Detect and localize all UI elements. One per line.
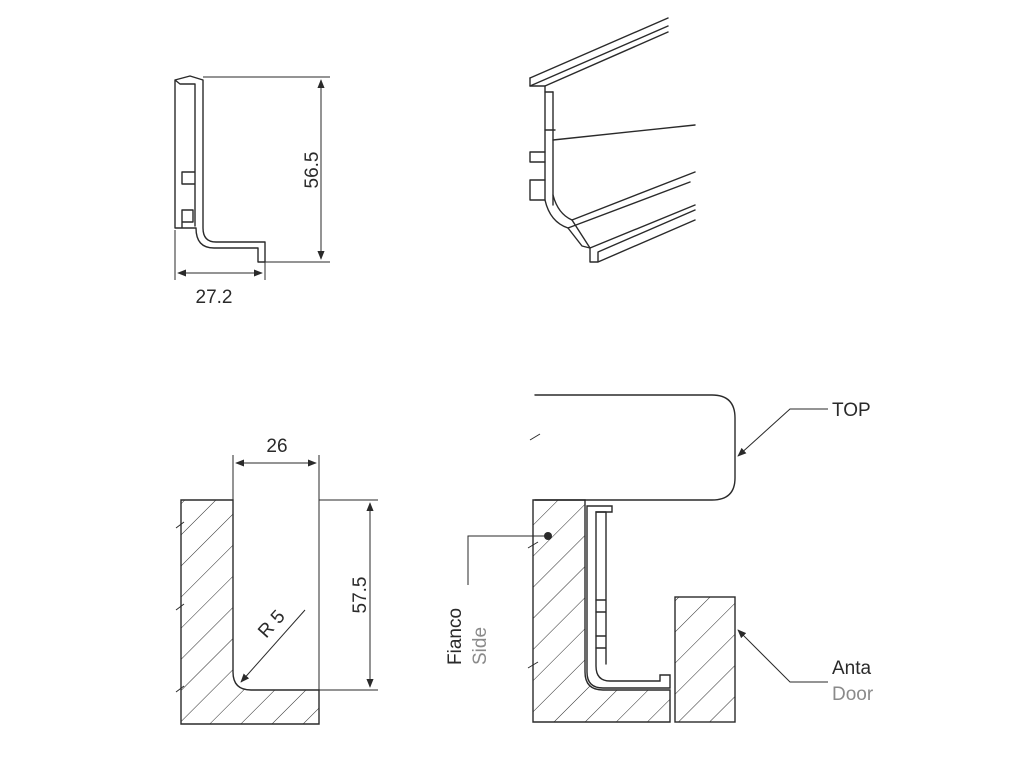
top-label: TOP: [832, 400, 871, 421]
door-panel: [674, 596, 736, 723]
side-label-it: Fianco: [445, 608, 466, 665]
door-label-en: Door: [832, 684, 874, 705]
top-panel: [534, 394, 736, 501]
door-label-it: Anta: [832, 658, 872, 679]
groove-width-label: 26: [266, 436, 287, 457]
profile-section-view: 56.5 27.2: [174, 75, 330, 308]
radius-leader: [240, 609, 306, 683]
profile-outline: [174, 75, 266, 263]
groove-radius-label: R 5: [254, 606, 289, 642]
profile-isometric-view: [529, 17, 696, 263]
hatched-panel: [180, 499, 320, 725]
side-panel: [532, 499, 671, 723]
side-leader-dot: [544, 532, 552, 540]
assembly-view: TOP Fianco Side Anta Door: [445, 394, 874, 723]
groove-depth-label: 57.5: [350, 577, 371, 614]
profile-width-label: 27.2: [196, 287, 233, 308]
side-label-en: Side: [470, 627, 491, 665]
groove-section-view: 26 57.5 R 5: [175, 436, 378, 725]
profile-height-label: 56.5: [302, 152, 323, 189]
